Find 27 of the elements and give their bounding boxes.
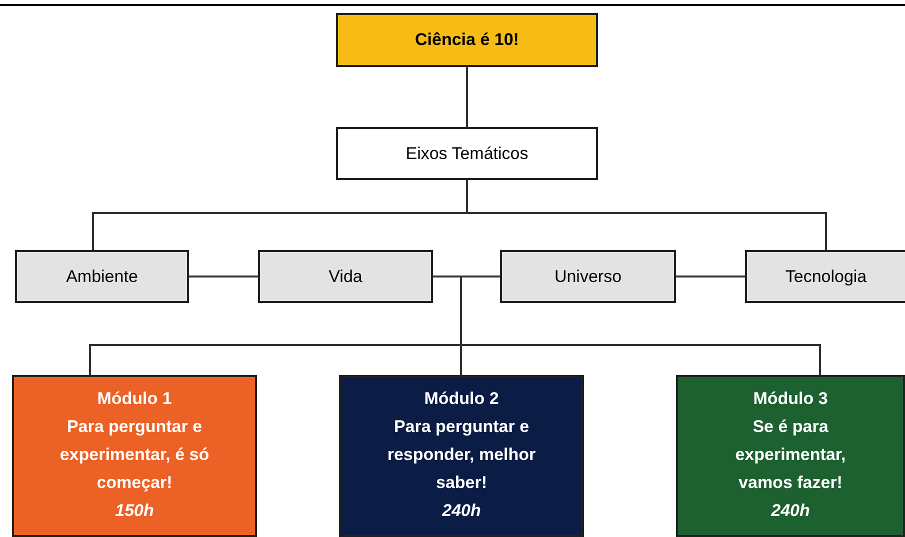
module-hours: 240h [442,500,481,522]
module-description: Se é para experimentar, vamos fazer! [734,416,847,494]
theme-box [500,250,676,303]
module-description: Para perguntar e responder, melhor saber! [386,416,537,494]
module-title: Módulo 2 [424,388,499,410]
title-box [336,13,598,67]
module-box [676,375,905,537]
theme-box [745,250,905,303]
module-description: Para perguntar e experimentar, é só começar! [58,416,210,494]
connector-line [466,67,468,127]
theme-box [15,250,189,303]
box-label: Tecnologia [785,266,867,288]
box-label: Ambiente [66,266,138,288]
box-label: Eixos Temáticos [406,142,528,165]
category-box [336,127,598,180]
theme-box [258,250,433,303]
connector-line [676,276,745,278]
module-box [12,375,257,537]
box-label: Vida [328,266,362,288]
module-title: Módulo 3 [753,388,828,410]
box-label: Universo [554,266,622,288]
box-label: Ciência é 10! [415,29,519,52]
module-hours: 240h [771,500,810,522]
module-hours: 150h [115,500,154,522]
module-box [339,375,584,537]
module-title: Módulo 1 [97,388,172,410]
connector-line [189,276,258,278]
